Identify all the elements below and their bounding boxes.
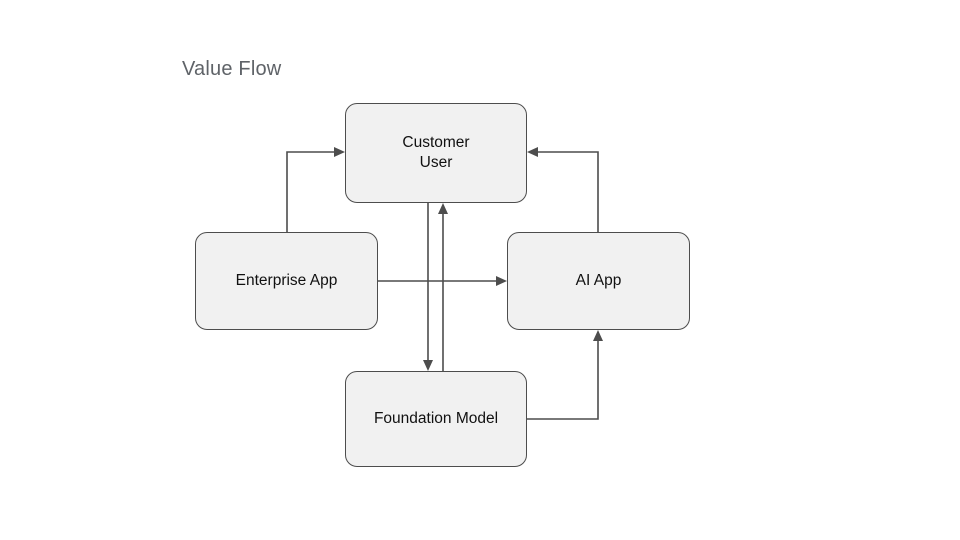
node-ai-app[interactable]: AI App	[507, 232, 690, 330]
node-ai-app-label: AI App	[575, 271, 622, 289]
node-enterprise-app[interactable]: Enterprise App	[195, 232, 378, 330]
edge-enterprise-app-to-customer-user	[286, 147, 345, 232]
edge-ai-app-to-customer-user	[527, 147, 599, 232]
page-title: Value Flow	[182, 58, 282, 80]
edge-enterprise-app-to-ai-app	[378, 276, 507, 286]
edge-foundation-model-to-ai-app	[527, 330, 603, 420]
node-enterprise-app-label: Enterprise App	[235, 271, 338, 289]
edge-customer-user-to-foundation-model	[423, 203, 433, 371]
node-customer-user-label: Customer User	[402, 133, 470, 171]
node-foundation-model-label: Foundation Model	[373, 409, 499, 427]
node-foundation-model[interactable]: Foundation Model	[345, 371, 527, 467]
node-customer-user[interactable]: Customer User	[345, 103, 527, 203]
edge-foundation-model-to-customer-user	[438, 203, 448, 371]
